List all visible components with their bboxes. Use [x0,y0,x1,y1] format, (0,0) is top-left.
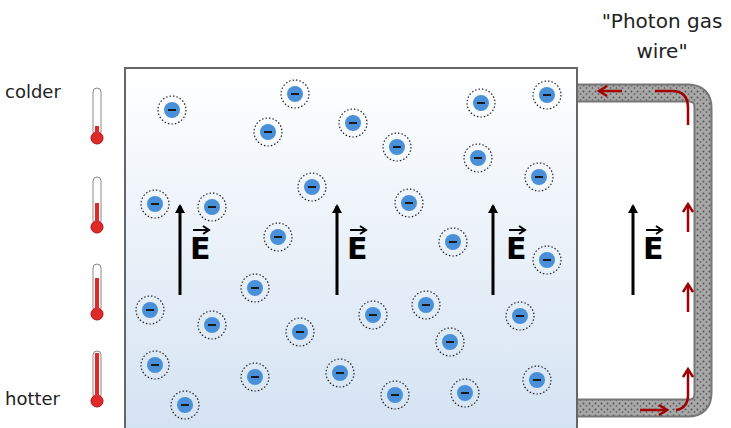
electron [286,318,314,346]
temperature-label: colder [5,81,61,102]
electron [158,96,186,124]
vector-arrow [190,225,211,235]
electron [412,291,440,319]
wire-title: "Photon gas wire" [598,6,726,66]
electron [198,193,226,221]
vector-arrow [506,225,527,235]
field-symbol: E [190,234,211,264]
electron [241,363,269,391]
thermometer [91,351,103,407]
thermometer [91,264,103,320]
electron [141,351,169,379]
electron [395,189,423,217]
vector-arrow [347,225,368,235]
field-symbol: E [643,234,664,264]
electron [533,246,561,274]
electron [264,223,292,251]
electron [254,118,282,146]
electron [383,133,411,161]
field-symbol: E [506,234,527,264]
electron [298,173,326,201]
electron [381,381,409,409]
thermometers [91,88,103,407]
electron [506,302,534,330]
electron [136,296,164,324]
electron [141,190,169,218]
electron [198,311,226,339]
electron [525,163,553,191]
field-symbol: E [347,234,368,264]
electron [436,328,464,356]
electron [451,379,479,407]
electron [467,89,495,117]
electron [171,391,199,419]
flow-arrows [600,91,688,410]
chamber [125,68,577,428]
field-arrows [180,206,633,295]
electron [241,274,269,302]
electron [464,144,492,172]
electron [439,228,467,256]
electron [523,366,551,394]
vector-arrow [643,225,664,235]
thermometer [91,88,103,144]
temperature-label: hotter [5,388,60,409]
photon-wire [570,93,703,408]
electron [326,359,354,387]
electron [533,81,561,109]
electron [339,109,367,137]
electrons [136,80,561,419]
thermometer [91,177,103,233]
electron [359,301,387,329]
electron [281,80,309,108]
wire-outline [570,93,703,408]
